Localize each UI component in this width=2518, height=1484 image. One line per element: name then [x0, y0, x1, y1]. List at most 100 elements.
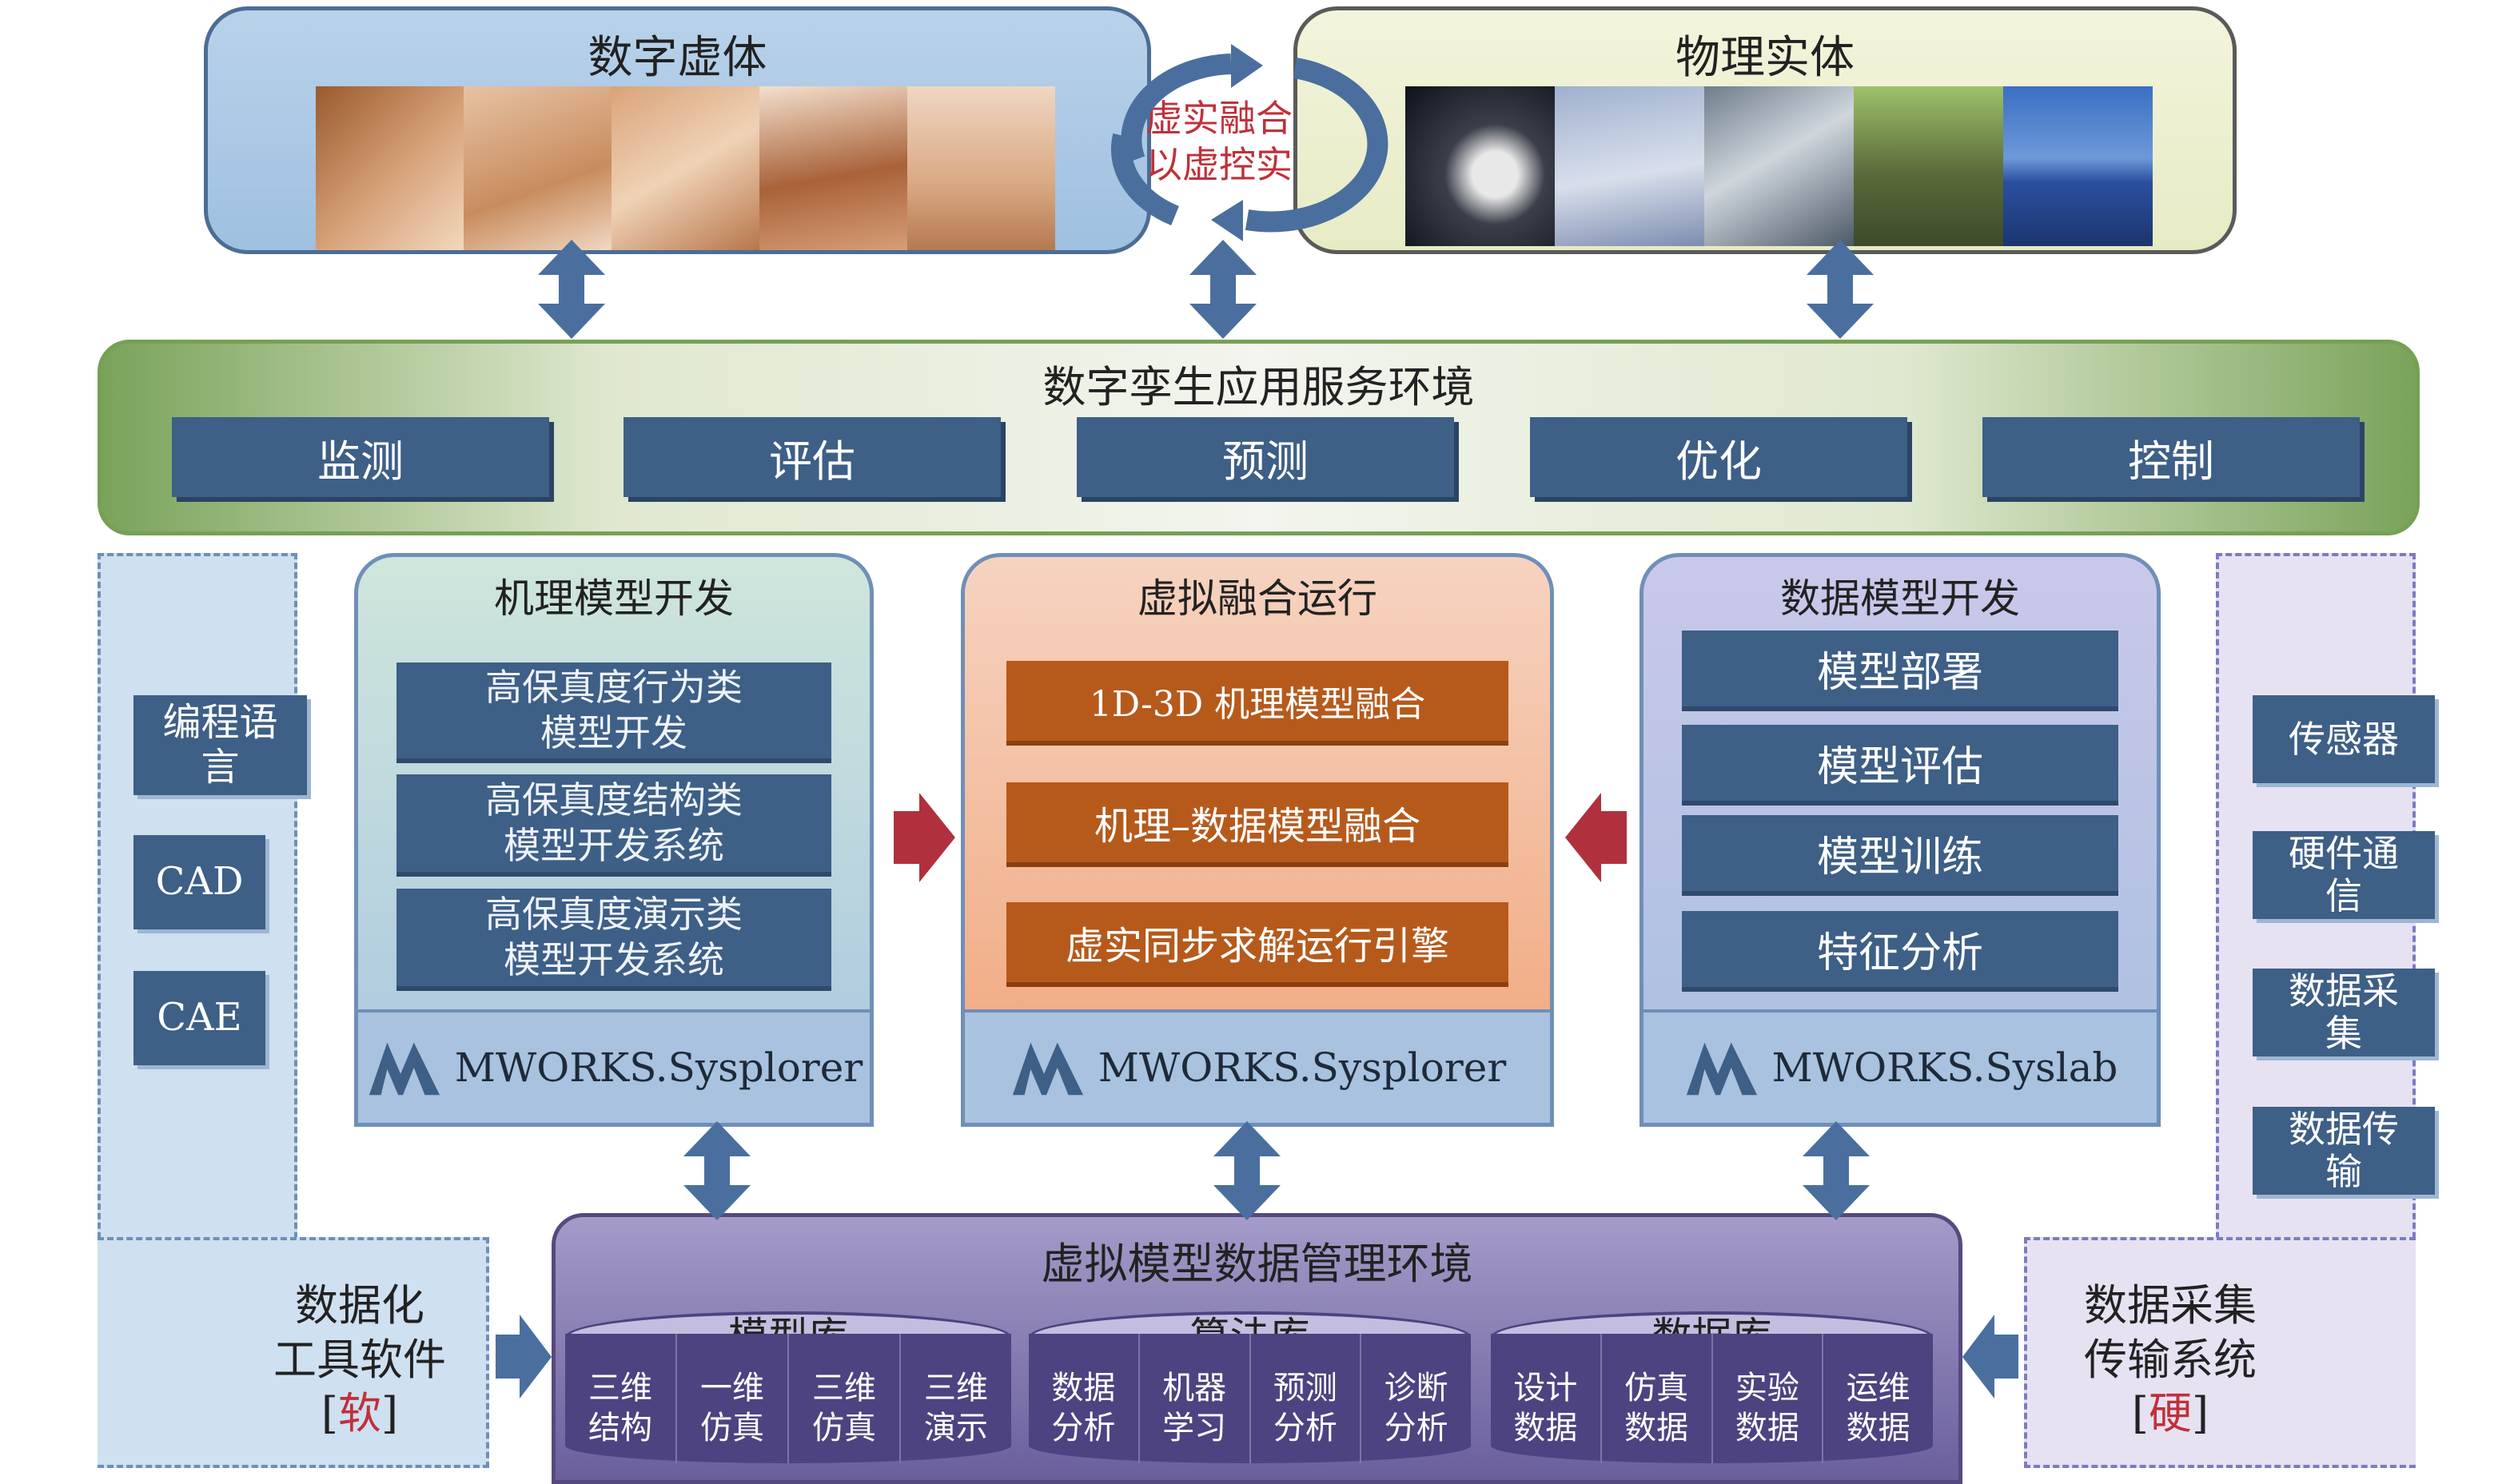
cell-line: 数据 — [1735, 1410, 1799, 1446]
library-model-cell: 三维仿真 — [789, 1334, 901, 1463]
left-tools-panel-bottom — [98, 1237, 489, 1468]
library-database-cell: 仿真数据 — [1602, 1334, 1713, 1463]
physical-train-image — [1704, 86, 1854, 246]
cell-line: 数据 — [1051, 1370, 1116, 1406]
mechanism-item-behavior[interactable]: 高保真度行为类模型开发 — [396, 662, 831, 758]
data-model-feature[interactable]: 特征分析 — [1682, 911, 2118, 987]
data-model-deploy[interactable]: 模型部署 — [1682, 631, 2118, 706]
right-tools-tag-hard: 硬 — [2149, 1388, 2192, 1438]
cycle-ring-icon — [1110, 54, 1388, 233]
cycle-line-2: 以虚控实 — [1145, 143, 1293, 186]
cell-line: 一维 — [700, 1370, 764, 1406]
cell-line: 仿真 — [1624, 1370, 1689, 1406]
physical-image-strip — [1405, 86, 2153, 246]
mechanism-item-structure-line1: 高保真度结构类 — [485, 778, 743, 822]
virtual-windfarm-image — [907, 86, 1055, 250]
left-tools-tag-soft: 软 — [338, 1388, 381, 1438]
virtual-spaceplane-image — [316, 86, 464, 250]
cell-line: 诊断 — [1384, 1370, 1448, 1406]
digital-virtual-title: 数字虚体 — [588, 32, 767, 84]
left-tools-label-line1: 数据化 — [295, 1280, 424, 1331]
cycle-arrowhead-icon — [1231, 44, 1263, 88]
cell-line: 数据 — [1624, 1410, 1689, 1446]
cell-line: 三维 — [924, 1370, 988, 1406]
cell-line: 仿真 — [700, 1410, 764, 1446]
mechanism-item-structure[interactable]: 高保真度结构类模型开发系统 — [396, 774, 831, 872]
tool-data-transmission[interactable]: 数据传输 — [2253, 1107, 2435, 1195]
right-tools-label-line2: 传输系统 — [2084, 1334, 2257, 1385]
data-model-title: 数据模型开发 — [1780, 575, 2020, 622]
library-database-cell: 运维数据 — [1823, 1334, 1933, 1463]
service-environment-panel: 数字孪生应用服务环境 监测 评估 预测 优化 控制 — [98, 340, 2420, 535]
mworks-logo-icon — [369, 1042, 440, 1096]
service-environment-title: 数字孪生应用服务环境 — [1042, 362, 1475, 412]
cycle-arrowhead-icon — [1211, 200, 1243, 241]
service-optimize-button[interactable]: 优化 — [1530, 417, 1907, 497]
cell-line: 数据 — [1513, 1410, 1578, 1446]
double-arrow-icon — [683, 1121, 751, 1220]
library-model-cell: 三维演示 — [901, 1334, 1011, 1463]
physical-solar-wind-image — [2003, 86, 2153, 246]
service-predict-button[interactable]: 预测 — [1077, 417, 1454, 497]
double-arrow-icon — [538, 240, 605, 339]
cell-line: 三维 — [812, 1370, 876, 1406]
tool-programming-language[interactable]: 编程语言 — [133, 695, 307, 795]
data-model-evaluate[interactable]: 模型评估 — [1682, 725, 2118, 801]
left-arrow-blue-icon — [1962, 1315, 2018, 1398]
tool-hardware-communication[interactable]: 硬件通信 — [2253, 831, 2435, 919]
data-management-title: 虚拟模型数据管理环境 — [1041, 1239, 1473, 1289]
cell-line: 演示 — [924, 1410, 988, 1446]
library-database-cell: 设计数据 — [1491, 1334, 1602, 1463]
cell-line: 预测 — [1273, 1370, 1337, 1406]
tool-cae[interactable]: CAE — [133, 971, 265, 1065]
cell-line: 分析 — [1384, 1410, 1448, 1446]
cell-line: 学习 — [1162, 1410, 1227, 1446]
cell-line: 数据 — [1846, 1410, 1910, 1446]
cell-line: 结构 — [588, 1410, 652, 1446]
mechanism-item-behavior-line2: 模型开发 — [540, 711, 687, 754]
library-algorithm-cell: 机器学习 — [1140, 1334, 1251, 1463]
right-tools-panel-bottom — [2024, 1237, 2416, 1468]
virtual-aircraft-image — [464, 86, 612, 250]
fusion-item-sync-engine[interactable]: 虚实同步求解运行引擎 — [1006, 902, 1508, 982]
tool-sensor[interactable]: 传感器 — [2253, 695, 2435, 783]
fusion-item-1d3d[interactable]: 1D-3D 机理模型融合 — [1006, 661, 1508, 741]
mechanism-brand-bar: MWORKS.Sysplorer — [358, 1009, 870, 1123]
left-tools-label-line2: 工具软件 — [273, 1334, 446, 1385]
physical-entity-title: 物理实体 — [1675, 32, 1855, 84]
data-model-train[interactable]: 模型训练 — [1682, 815, 2118, 891]
left-arrow-red-icon — [1565, 793, 1627, 882]
library-model-cell: 一维仿真 — [677, 1334, 789, 1463]
virtual-tank-image — [759, 86, 907, 250]
service-control-button[interactable]: 控制 — [1982, 417, 2360, 497]
mechanism-brand-text: MWORKS.Sysplorer — [454, 1044, 863, 1091]
library-model-body: 三维结构 一维仿真 三维仿真 三维演示 — [565, 1334, 1011, 1463]
cell-line: 实验 — [1735, 1370, 1799, 1406]
double-arrow-icon — [1803, 1121, 1870, 1220]
cell-line: 仿真 — [812, 1410, 876, 1446]
service-evaluate-button[interactable]: 评估 — [624, 417, 1001, 497]
fusion-runtime-panel: 虚拟融合运行 1D-3D 机理模型融合 机理–数据模型融合 虚实同步求解运行引擎… — [961, 553, 1554, 1127]
virtual-train-image — [612, 86, 759, 250]
tool-cad[interactable]: CAD — [133, 835, 265, 929]
physical-aircraft-image — [1555, 86, 1704, 246]
physical-spaceplane-image — [1405, 86, 1555, 246]
service-monitor-button[interactable]: 监测 — [172, 417, 549, 497]
mechanism-model-title: 机理模型开发 — [494, 575, 734, 622]
double-arrow-icon — [1213, 1121, 1281, 1220]
cell-line: 设计 — [1513, 1370, 1578, 1406]
fusion-brand-text: MWORKS.Sysplorer — [1098, 1044, 1507, 1091]
mworks-logo-icon — [1686, 1042, 1757, 1096]
mechanism-item-demo[interactable]: 高保真度演示类模型开发系统 — [396, 889, 831, 986]
fusion-item-mech-data[interactable]: 机理–数据模型融合 — [1006, 782, 1508, 862]
virtual-real-cycle: 虚实融合 以虚控实 — [1103, 50, 1335, 241]
tool-data-acquisition[interactable]: 数据采集 — [2253, 969, 2435, 1056]
physical-tank-image — [1854, 86, 2003, 246]
left-tools-mask — [101, 1240, 294, 1256]
physical-entity-panel: 物理实体 — [1293, 6, 2237, 254]
double-arrow-icon — [1189, 240, 1257, 339]
